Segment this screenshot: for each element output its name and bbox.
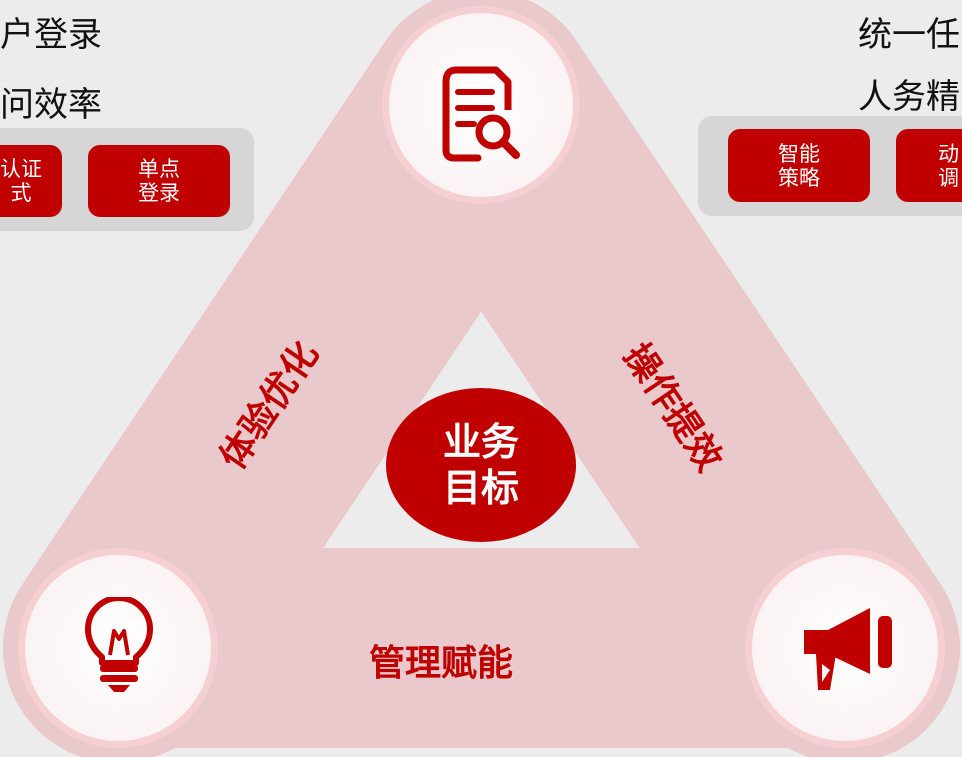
dynamic-adjust-label-1: 动 bbox=[938, 141, 959, 166]
auth-mode-label-2: 式 bbox=[10, 181, 32, 205]
center-line1: 业务 bbox=[442, 420, 519, 464]
dynamic-adjust-button[interactable]: 动 调 bbox=[896, 129, 962, 202]
center-line2: 目标 bbox=[442, 466, 519, 510]
sso-label-2: 登录 bbox=[138, 181, 180, 205]
right-band bbox=[366, 0, 960, 757]
top-right-line2: 人务精 bbox=[858, 77, 960, 117]
smart-policy-button[interactable]: 智能 策略 bbox=[728, 129, 870, 202]
dynamic-adjust-label-2: 调 bbox=[938, 165, 959, 190]
auth-mode-label-1: 认证 bbox=[0, 157, 42, 181]
center-goal: 业务 目标 bbox=[386, 388, 576, 542]
auth-mode-button[interactable]: 认证 式 bbox=[0, 145, 62, 217]
top-right-line1: 统一任 bbox=[858, 15, 960, 55]
left-band bbox=[3, 0, 596, 757]
single-sign-on-button[interactable]: 单点 登录 bbox=[88, 145, 230, 217]
top-left-line1: 户登录 bbox=[0, 15, 102, 55]
megaphone-icon bbox=[804, 608, 892, 690]
smart-policy-label-1: 智能 bbox=[778, 141, 820, 166]
bottom-left-node bbox=[25, 555, 211, 741]
smart-policy-label-2: 策略 bbox=[778, 165, 820, 190]
top-left-line2: 问效率 bbox=[0, 85, 102, 125]
edge-label-bottom: 管理赋能 bbox=[369, 643, 514, 684]
lightbulb-icon bbox=[85, 597, 153, 692]
document-search-icon bbox=[442, 66, 520, 162]
sso-label-1: 单点 bbox=[138, 157, 180, 181]
